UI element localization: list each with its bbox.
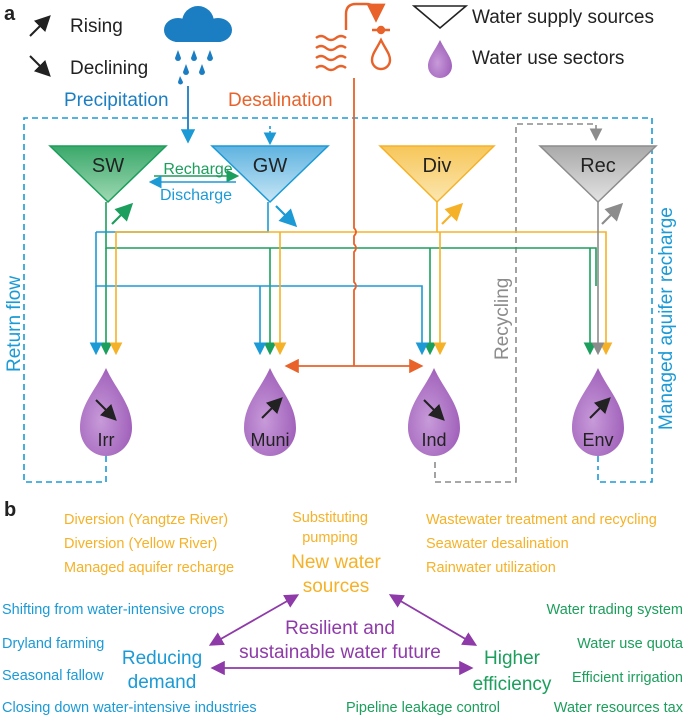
efficiency-line2: efficiency — [473, 674, 552, 695]
efficiency-line1: Higher — [484, 648, 541, 669]
new-source-item: Seawater desalination — [426, 536, 569, 552]
legend-declining: Declining — [70, 58, 148, 79]
new-source-item: Diversion (Yangtze River) — [64, 512, 228, 528]
efficiency-item: Efficient irrigation — [572, 670, 683, 686]
new-sources-line2: sources — [303, 576, 370, 597]
recharge-label: Recharge — [163, 161, 232, 178]
legend-supply: Water supply sources — [472, 7, 654, 28]
demand-item: Dryland farming — [2, 636, 104, 652]
sw-source — [48, 145, 168, 204]
center-line1: Resilient and — [285, 618, 395, 639]
irr-return-flow — [92, 456, 107, 483]
new-sources-line1: New water — [291, 552, 381, 573]
env-sector: Env — [572, 368, 624, 456]
muni-rising-icon — [261, 397, 283, 419]
pipeline-item: Pipeline leakage control — [346, 700, 500, 716]
reducing-line1: Reducing — [122, 648, 202, 669]
panel-a-label: a — [4, 3, 16, 25]
precipitation-label: Precipitation — [64, 90, 169, 111]
recycling-label: Recycling — [492, 278, 513, 360]
efficiency-item: Water use quota — [577, 636, 684, 652]
irr-sector: Irr — [80, 368, 132, 456]
div-rising-icon — [441, 202, 464, 225]
rec-label: Rec — [580, 155, 616, 177]
demand-item: Shifting from water-intensive crops — [2, 602, 224, 618]
rising-arrow-icon — [29, 15, 51, 37]
desalination-icon — [315, 2, 392, 72]
rec-source — [538, 145, 658, 204]
sw-label: SW — [92, 155, 124, 177]
env-rising-icon — [589, 397, 611, 419]
irr-declining-icon — [95, 399, 117, 421]
panel-b-label: b — [4, 499, 16, 521]
muni-sector: Muni — [244, 368, 296, 456]
desal-pipe — [284, 78, 424, 374]
rain-cloud-icon — [164, 6, 232, 85]
div-label: Div — [423, 155, 452, 177]
discharge-label: Discharge — [160, 187, 232, 204]
declining-arrow-icon — [29, 55, 51, 77]
use-drop-icon — [428, 40, 452, 78]
ind-sector: Ind — [408, 368, 460, 456]
new-source-item: pumping — [302, 530, 358, 546]
managed-recharge-label: Managed aquifer recharge — [656, 207, 677, 430]
gw-label: GW — [253, 155, 288, 177]
recycling-path — [434, 123, 603, 483]
supply-triangle-icon — [411, 5, 469, 30]
div-source — [378, 145, 496, 204]
gw-declining-icon — [275, 205, 298, 228]
distribution-network — [89, 202, 613, 356]
ind-label: Ind — [421, 430, 446, 450]
new-source-item: Rainwater utilization — [426, 560, 556, 576]
legend-use: Water use sectors — [472, 48, 624, 69]
panel-b-arrows — [208, 594, 478, 676]
new-source-item: Wastewater treatment and recycling — [426, 512, 657, 528]
center-line2: sustainable water future — [239, 642, 441, 663]
irr-label: Irr — [98, 430, 115, 450]
efficiency-item: Water resources tax — [554, 700, 684, 716]
muni-label: Muni — [250, 430, 289, 450]
rec-rising-icon — [601, 202, 624, 225]
reducing-line2: demand — [128, 672, 197, 693]
demand-item: Closing down water-intensive industries — [2, 700, 257, 716]
legend-rising: Rising — [70, 16, 123, 37]
demand-item: Seasonal fallow — [2, 668, 104, 684]
desalination-label: Desalination — [228, 90, 333, 111]
sw-rising-icon — [111, 202, 134, 225]
env-label: Env — [582, 430, 613, 450]
efficiency-item: Water trading system — [547, 602, 683, 618]
new-source-item: Managed aquifer recharge — [64, 560, 234, 576]
new-source-item: Diversion (Yellow River) — [64, 536, 217, 552]
gw-source — [210, 145, 330, 204]
return-flow-boundary — [23, 117, 653, 483]
new-source-item: Substituting — [292, 510, 368, 526]
ind-declining-icon — [423, 399, 445, 421]
return-flow-label: Return flow — [4, 276, 25, 372]
